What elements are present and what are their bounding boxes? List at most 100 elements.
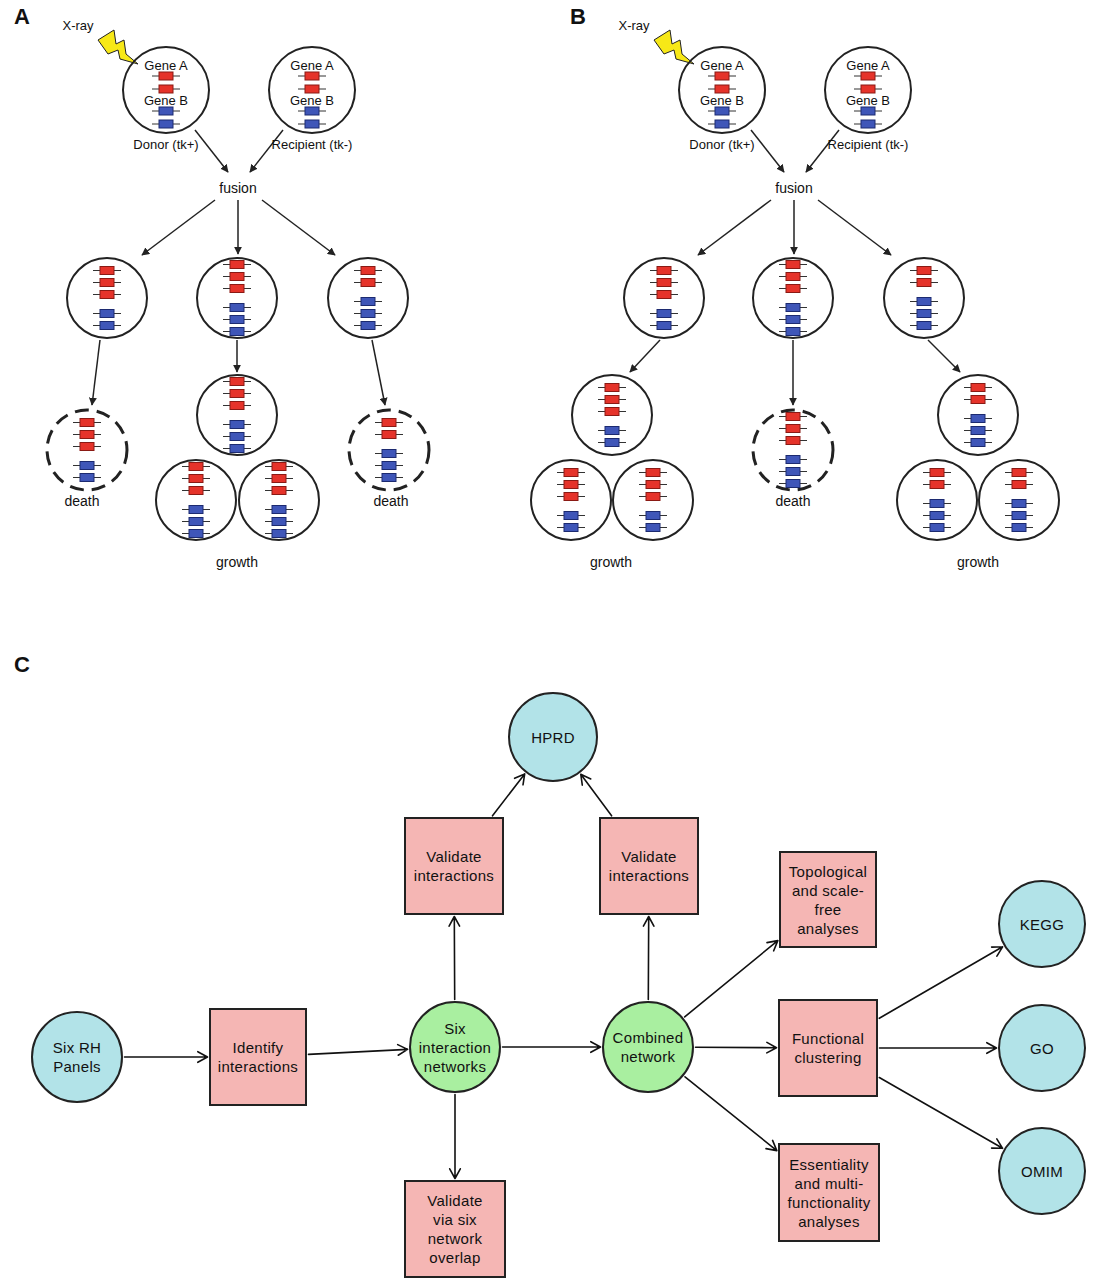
- flow-arrow: [879, 947, 1002, 1019]
- gene-a-marker: [189, 487, 203, 495]
- node-text: Gene A: [796, 58, 940, 74]
- gene-b-marker: [230, 433, 244, 441]
- process-arrow: [92, 340, 100, 405]
- gene-b-marker: [1012, 512, 1026, 520]
- hybrid-cell: [884, 258, 964, 338]
- gene-a-marker: [361, 267, 375, 275]
- gene-b-marker: [189, 530, 203, 538]
- gene-b-marker: [159, 107, 173, 115]
- gene-b-marker: [382, 474, 396, 482]
- gene-b-marker: [361, 322, 375, 330]
- node-text: Donor (tk+): [650, 137, 794, 153]
- gene-a-marker: [605, 396, 619, 404]
- gene-a-marker: [715, 72, 729, 80]
- process-box: Essentiality and multi-functionality ana…: [778, 1143, 880, 1242]
- gene-b-marker: [272, 518, 286, 526]
- gene-b-marker: [657, 310, 671, 318]
- gene-b-marker: [564, 512, 578, 520]
- gene-b-marker: [382, 462, 396, 470]
- node-text: Validate interactions: [414, 847, 494, 885]
- flow-arrow: [503, 1042, 601, 1053]
- node-text: Donor (tk+): [94, 137, 238, 153]
- gene-b-marker: [930, 500, 944, 508]
- gene-b-marker: [657, 322, 671, 330]
- node-text: Gene A: [650, 58, 794, 74]
- recipient-cell: Gene AGene BRecipient (tk-): [824, 46, 912, 134]
- gene-b-marker: [100, 310, 114, 318]
- gene-b-marker: [272, 506, 286, 514]
- gene-a-marker: [971, 396, 985, 404]
- gene-a-marker: [786, 285, 800, 293]
- gene-a-marker: [1012, 469, 1026, 477]
- process-box: Functional clustering: [778, 999, 878, 1097]
- gene-a-marker: [605, 408, 619, 416]
- gene-a-marker: [715, 85, 729, 93]
- process-arrow: [236, 340, 238, 372]
- gene-b-marker: [80, 462, 94, 470]
- hybrid-cell: [531, 460, 611, 540]
- dying-cell: [753, 410, 833, 490]
- xray-bolt: [98, 30, 138, 64]
- gene-a-marker: [80, 431, 94, 439]
- gene-b-marker: [189, 506, 203, 514]
- process-arrow: [928, 340, 960, 372]
- gene-b-marker: [930, 512, 944, 520]
- gene-a-marker: [786, 261, 800, 269]
- gene-b-marker: [786, 328, 800, 336]
- annotation-text: growth: [590, 554, 632, 570]
- flow-arrow: [880, 1043, 997, 1054]
- gene-b-marker: [230, 445, 244, 453]
- gene-a-marker: [305, 85, 319, 93]
- node-text: Recipient (tk-): [796, 137, 940, 153]
- gene-a-marker: [786, 413, 800, 421]
- panel-letter: A: [14, 4, 30, 30]
- hybrid-cell: [156, 460, 236, 540]
- node-text: Six interaction networks: [417, 1019, 493, 1076]
- node-text: KEGG: [1020, 915, 1065, 934]
- gene-b-marker: [230, 328, 244, 336]
- gene-a-marker: [80, 443, 94, 451]
- gene-b-marker: [100, 322, 114, 330]
- node-text: Gene B: [796, 93, 940, 109]
- annotation-text: X-ray: [62, 18, 93, 33]
- hybrid-cell: [938, 375, 1018, 455]
- node-text: Identify interactions: [218, 1038, 298, 1076]
- annotation-text: growth: [957, 554, 999, 570]
- gene-b-marker: [786, 480, 800, 488]
- flow-arrow: [125, 1052, 208, 1063]
- gene-a-marker: [189, 475, 203, 483]
- gene-b-marker: [861, 107, 875, 115]
- network-circle: Six interaction networks: [409, 1001, 501, 1093]
- gene-a-marker: [786, 425, 800, 433]
- annotation-text: death: [373, 493, 408, 509]
- gene-a-marker: [159, 72, 173, 80]
- database-circle: KEGG: [998, 880, 1086, 968]
- dying-cell: [349, 410, 429, 490]
- flow-arrow: [685, 941, 778, 1017]
- gene-b-marker: [646, 512, 660, 520]
- node-text: Recipient (tk-): [240, 137, 384, 153]
- gene-b-marker: [917, 322, 931, 330]
- gene-b-marker: [272, 530, 286, 538]
- gene-a-marker: [657, 279, 671, 287]
- hybrid-cell: [239, 460, 319, 540]
- node-text: Gene B: [650, 93, 794, 109]
- gene-b-marker: [971, 439, 985, 447]
- panel-letter: B: [570, 4, 586, 30]
- gene-a-marker: [861, 85, 875, 93]
- gene-b-marker: [361, 310, 375, 318]
- gene-a-marker: [564, 469, 578, 477]
- gene-b-marker: [1012, 500, 1026, 508]
- gene-a-marker: [564, 493, 578, 501]
- hybrid-cell: [624, 258, 704, 338]
- gene-b-marker: [382, 450, 396, 458]
- gene-a-marker: [230, 390, 244, 398]
- gene-a-marker: [230, 285, 244, 293]
- flow-arrow: [450, 1095, 461, 1179]
- gene-a-marker: [230, 273, 244, 281]
- gene-a-marker: [657, 267, 671, 275]
- gene-a-marker: [382, 431, 396, 439]
- gene-a-marker: [861, 72, 875, 80]
- annotation-text: growth: [216, 554, 258, 570]
